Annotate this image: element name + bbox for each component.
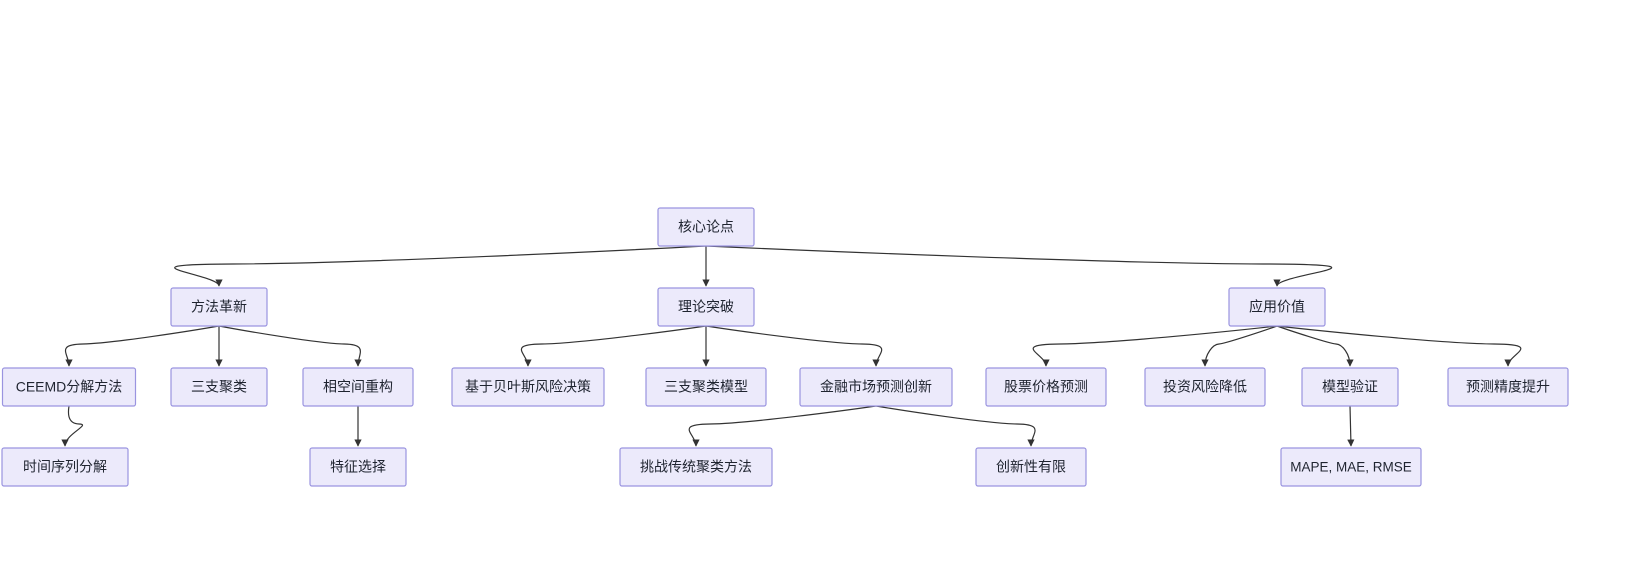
node-box-l2b[interactable] xyxy=(170,367,268,407)
node-l2h[interactable]: 投资风险降低 xyxy=(1144,367,1266,407)
node-l3d[interactable]: 创新性有限 xyxy=(975,447,1087,487)
node-l2e[interactable]: 三支聚类模型 xyxy=(645,367,767,407)
edge-l2a-to-l3a xyxy=(61,405,83,447)
edge-root-to-l1c xyxy=(705,245,1333,287)
node-l2j[interactable]: 预测精度提升 xyxy=(1447,367,1569,407)
node-label-l1b: 理论突破 xyxy=(678,299,734,315)
node-box-l3b[interactable] xyxy=(309,447,407,487)
edge-root-to-l1a xyxy=(174,245,707,287)
node-label-l2e: 三支聚类模型 xyxy=(664,379,748,395)
node-box-l2g[interactable] xyxy=(985,367,1107,407)
node-label-l2d: 基于贝叶斯风险决策 xyxy=(465,379,591,395)
edge-l1c-to-l2g xyxy=(1032,325,1278,367)
node-l3e[interactable]: MAPE, MAE, RMSE xyxy=(1280,447,1422,487)
node-l3b[interactable]: 特征选择 xyxy=(309,447,407,487)
node-l1b[interactable]: 理论突破 xyxy=(657,287,755,327)
node-box-l1b[interactable] xyxy=(657,287,755,327)
node-box-l3c[interactable] xyxy=(619,447,773,487)
edge-l2i-to-l3e xyxy=(1347,405,1355,447)
node-label-l2a: CEEMD分解方法 xyxy=(16,379,123,395)
node-label-l2g: 股票价格预测 xyxy=(1004,379,1088,395)
node-l2f[interactable]: 金融市场预测创新 xyxy=(799,367,953,407)
node-label-l2i: 模型验证 xyxy=(1322,379,1378,395)
edge-l2f-to-l3d xyxy=(875,405,1036,447)
node-box-root[interactable] xyxy=(657,207,755,247)
node-label-l3d: 创新性有限 xyxy=(996,459,1066,475)
node-box-l1c[interactable] xyxy=(1228,287,1326,327)
edge-l1c-to-l2h xyxy=(1201,325,1278,367)
node-label-l3a: 时间序列分解 xyxy=(23,459,107,475)
node-l2b[interactable]: 三支聚类 xyxy=(170,367,268,407)
node-box-l3d[interactable] xyxy=(975,447,1087,487)
node-l2a[interactable]: CEEMD分解方法 xyxy=(1,367,137,407)
node-box-l3e[interactable] xyxy=(1280,447,1422,487)
node-label-l3c: 挑战传统聚类方法 xyxy=(640,459,752,475)
edge-l2f-to-l3c xyxy=(688,405,877,447)
node-label-l2f: 金融市场预测创新 xyxy=(820,379,932,395)
node-label-l3b: 特征选择 xyxy=(330,459,386,475)
node-l3c[interactable]: 挑战传统聚类方法 xyxy=(619,447,773,487)
node-l2i[interactable]: 模型验证 xyxy=(1301,367,1399,407)
node-label-root: 核心论点 xyxy=(678,219,734,235)
node-box-l2h[interactable] xyxy=(1144,367,1266,407)
node-l1a[interactable]: 方法革新 xyxy=(170,287,268,327)
node-box-l2i[interactable] xyxy=(1301,367,1399,407)
edge-l1c-to-l2j xyxy=(1276,325,1522,367)
node-l1c[interactable]: 应用价值 xyxy=(1228,287,1326,327)
node-l2d[interactable]: 基于贝叶斯风险决策 xyxy=(451,367,605,407)
node-box-l2f[interactable] xyxy=(799,367,953,407)
node-label-l2j: 预测精度提升 xyxy=(1466,379,1550,395)
node-box-l2j[interactable] xyxy=(1447,367,1569,407)
node-label-l1c: 应用价值 xyxy=(1249,299,1305,315)
node-box-l1a[interactable] xyxy=(170,287,268,327)
node-box-l2c[interactable] xyxy=(302,367,414,407)
edge-l1b-to-l2f xyxy=(705,325,883,367)
edge-layer xyxy=(61,245,1522,447)
edge-l1a-to-l2a xyxy=(64,325,220,367)
node-root[interactable]: 核心论点 xyxy=(657,207,755,247)
node-label-l1a: 方法革新 xyxy=(191,299,247,315)
node-label-l2c: 相空间重构 xyxy=(323,379,393,395)
edge-l1b-to-l2d xyxy=(520,325,707,367)
node-box-l2e[interactable] xyxy=(645,367,767,407)
node-label-l2b: 三支聚类 xyxy=(191,379,247,395)
node-l2g[interactable]: 股票价格预测 xyxy=(985,367,1107,407)
node-label-l3e: MAPE, MAE, RMSE xyxy=(1290,460,1412,475)
node-box-l2d[interactable] xyxy=(451,367,605,407)
edge-l1a-to-l2c xyxy=(218,325,362,367)
node-label-l2h: 投资风险降低 xyxy=(1163,379,1247,395)
node-l2c[interactable]: 相空间重构 xyxy=(302,367,414,407)
node-l3a[interactable]: 时间序列分解 xyxy=(1,447,129,487)
node-box-l3a[interactable] xyxy=(1,447,129,487)
node-box-l2a[interactable] xyxy=(1,367,137,407)
edge-l1c-to-l2i xyxy=(1276,325,1354,367)
